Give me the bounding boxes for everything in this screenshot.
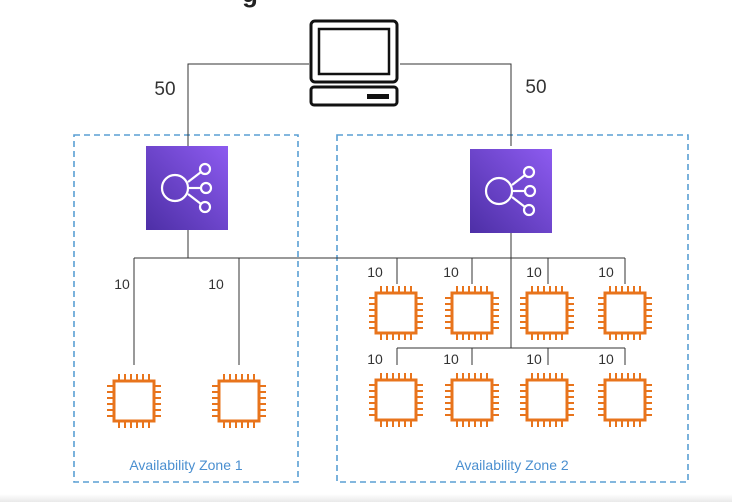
- weight-label: 10: [443, 264, 459, 280]
- instance-weights: 10 10 10 10 10 10 10 10 10 10: [114, 264, 614, 367]
- ec2-instance-icon: [443, 284, 501, 342]
- zone-1-label: Availability Zone 1: [129, 457, 243, 473]
- weight-label: 10: [208, 276, 224, 292]
- zone-2-label: Availability Zone 2: [455, 457, 569, 473]
- ec2-instance-icon: [367, 371, 425, 429]
- ec2-instance-icon: [518, 284, 576, 342]
- ec2-instance-icon: [105, 372, 163, 430]
- weight-label: 10: [114, 276, 130, 292]
- load-balancer-icon: [468, 147, 554, 235]
- bottom-shadow: [0, 494, 732, 502]
- weight-label: 10: [598, 351, 614, 367]
- load-balancer-icon: [144, 144, 230, 232]
- ec2-instance-icon: [210, 372, 268, 430]
- weight-label: 10: [443, 351, 459, 367]
- title-fragment: g: [242, 0, 258, 8]
- availability-zone-1: Availability Zone 1: [73, 134, 299, 483]
- desktop-computer-icon: [309, 19, 399, 107]
- ec2-instance-icon: [596, 371, 654, 429]
- weight-label: 10: [598, 264, 614, 280]
- availability-zone-2: Availability Zone 2: [336, 134, 689, 483]
- ec2-instance-icon: [518, 371, 576, 429]
- ec2-instance-icon: [443, 371, 501, 429]
- weight-label: 10: [526, 264, 542, 280]
- weight-label: 10: [367, 351, 383, 367]
- ec2-instance-icon: [367, 284, 425, 342]
- right-route-weight: 50: [525, 77, 546, 98]
- connector-lines: [133, 63, 626, 365]
- weight-label: 10: [367, 264, 383, 280]
- left-route-weight: 50: [154, 79, 175, 100]
- weight-label: 10: [526, 351, 542, 367]
- ec2-instance-icon: [596, 284, 654, 342]
